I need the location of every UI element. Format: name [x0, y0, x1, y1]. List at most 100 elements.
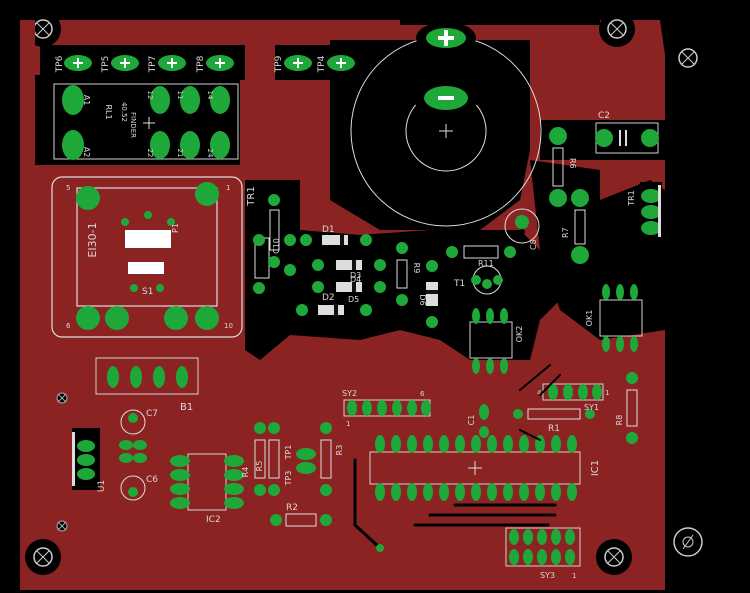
sy1-pin4-label: 4 — [537, 389, 542, 397]
isolation-area-tp — [40, 45, 245, 80]
t1-label: T1 — [453, 279, 465, 289]
d3-label: D3 — [350, 271, 361, 280]
ei30-label: EI30-1 — [86, 222, 99, 257]
traces — [353, 364, 561, 550]
rl1-pin12-label: 12 — [146, 91, 154, 100]
ei30-pin6-label: 6 — [66, 322, 71, 330]
resistor-r9: R9 — [396, 242, 421, 306]
ok2-label: OK2 — [515, 326, 524, 343]
diode-d4: D4 — [312, 275, 386, 293]
r1-label: R1 — [548, 424, 560, 434]
trimmer-tr1-left: TR1 — [246, 186, 280, 294]
resistor-r3: R3 — [320, 422, 344, 496]
rl1-label: RL1 — [104, 104, 113, 119]
isolation-area-top — [330, 40, 530, 230]
capacitor-c2: C2 — [595, 111, 659, 154]
copper-left-strip — [20, 20, 35, 300]
p1-label: P1 — [171, 223, 180, 233]
tr1-left-label: TR1 — [246, 186, 257, 206]
bridge-b1: B1 — [95, 357, 199, 413]
u1-label: U1 — [97, 480, 107, 492]
ic2-label: IC2 — [206, 515, 221, 525]
ei30-pin10-label: 10 — [224, 322, 233, 330]
mounting-hole-far-tr — [678, 48, 698, 68]
tp8: TP8 — [196, 55, 234, 73]
rl1-a1-label: A1 — [82, 95, 91, 106]
resistor-r8: R8 — [615, 372, 638, 444]
d4-label: D4 — [350, 275, 361, 284]
test-point-tp3-tp1: TP3 TP1 — [284, 445, 316, 487]
rl1-pin24-label: 24 — [206, 149, 214, 158]
rl1-a2-label: A2 — [82, 147, 91, 158]
c10-label: C10 — [272, 238, 281, 254]
sy3-label: SY3 — [540, 571, 555, 580]
r9-label: R9 — [412, 263, 421, 274]
resistor-r11: R11 — [446, 245, 516, 268]
mounting-hole-br — [596, 539, 632, 575]
tp8-label: TP8 — [196, 55, 206, 73]
r2-label: R2 — [286, 503, 298, 513]
r3-label: R3 — [335, 445, 344, 456]
resistor-r5: R5 — [255, 422, 280, 496]
c1-label: C1 — [467, 415, 476, 426]
ic1-label: IC1 — [590, 460, 601, 476]
resistor-r2: R2 — [270, 503, 332, 527]
sy3-pin1-label: 1 — [572, 572, 576, 580]
capacitor-c7: C7 — [120, 409, 158, 435]
rectifier-pads — [119, 440, 147, 463]
diode-d1: D1 — [300, 225, 372, 246]
tp5: TP5 — [101, 55, 139, 73]
regulator-u1: U1 — [72, 428, 107, 492]
tp9: TP9 — [274, 55, 312, 73]
resistor-r7: R7 — [561, 189, 589, 264]
c8-label: C8 — [529, 239, 538, 250]
capacitor-c1: C1 — [467, 404, 489, 438]
tp1-label: TP1 — [284, 445, 293, 461]
ok1-label: OK1 — [585, 310, 594, 327]
tp6: TP6 — [55, 55, 92, 73]
r6-label: R6 — [568, 158, 577, 169]
r7-label: R7 — [561, 227, 570, 238]
c7-label: C7 — [146, 409, 158, 419]
tp7: TP7 — [148, 55, 186, 73]
test-point-row: TP6 TP5 TP7 TP8 TP9 TP4 — [55, 55, 355, 73]
sy1-label: SY1 — [584, 403, 599, 412]
d6-label: D6 — [418, 294, 427, 305]
resistor-r6: R6 — [549, 127, 577, 207]
capacitor-c10: C10 — [272, 234, 296, 276]
c2-label: C2 — [598, 111, 610, 121]
tp5-label: TP5 — [101, 56, 111, 74]
rl1-maker-label: FINDER — [129, 112, 137, 138]
r8-label: R8 — [615, 415, 624, 426]
mounting-hole-tr — [599, 11, 635, 47]
r11-label: R11 — [478, 259, 494, 268]
d2-label: D2 — [322, 293, 335, 303]
tp7-label: TP7 — [148, 56, 158, 74]
c6-label: C6 — [146, 475, 158, 485]
capacitor-c6: C6 — [120, 475, 158, 501]
ic1-pins — [375, 435, 577, 501]
optocoupler-ok2: OK2 — [469, 308, 524, 374]
ic-ic1: IC1 — [369, 435, 601, 501]
rl1-pin22-label: 22 — [146, 149, 154, 158]
connector-sy2: SY2 1 6 — [342, 389, 431, 428]
isolation-area-tp9 — [275, 45, 360, 80]
trimmer-tr1-right: TR1 — [627, 182, 662, 242]
rl1-pin14-label: 14 — [206, 91, 214, 100]
diode-d2: D2 D5 — [296, 293, 372, 316]
d1-label: D1 — [322, 225, 335, 235]
large-capacitor-pads — [414, 22, 478, 138]
b1-label: B1 — [180, 402, 193, 413]
capacitor-c8: C8 — [504, 208, 540, 250]
resistor-r1: R1 — [513, 408, 595, 434]
tp3-label: TP3 — [284, 471, 293, 487]
tp4-label: TP4 — [317, 55, 327, 73]
tp6-label: TP6 — [55, 55, 65, 73]
rl1-model-label: 40.52 — [120, 102, 128, 122]
rl1-pin21-label: 21 — [176, 149, 184, 158]
ei30-pin5-label: 5 — [66, 184, 70, 192]
sy2-pin6-label: 6 — [420, 390, 425, 398]
diode-d3: D3 — [312, 259, 386, 280]
connector-sy3: SY3 1 — [505, 527, 581, 580]
